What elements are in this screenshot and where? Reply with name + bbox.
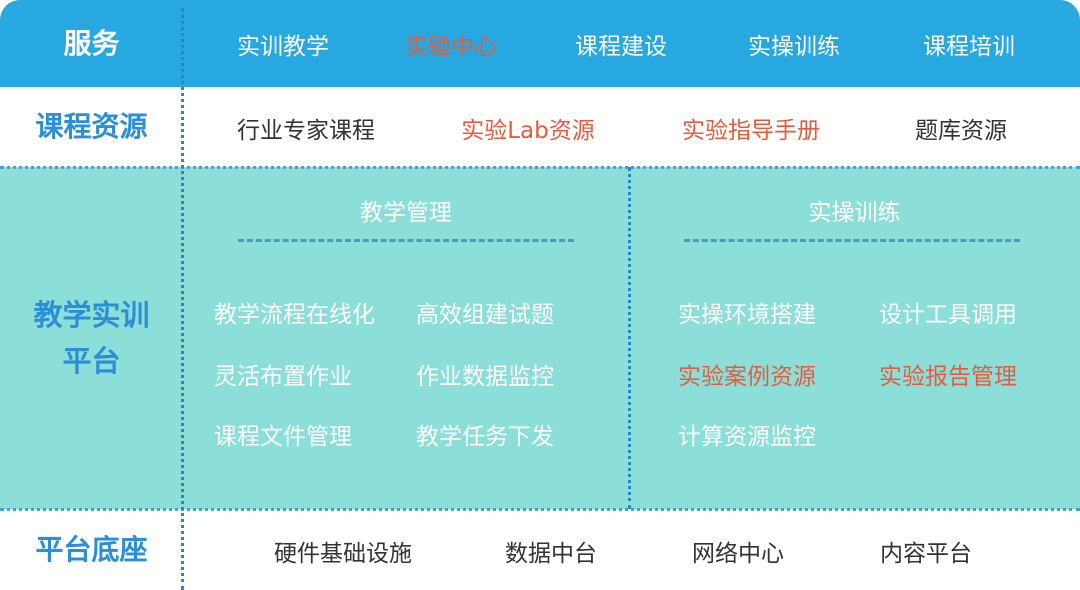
resource-item-lab-resources: 实验Lab资源 — [461, 118, 595, 144]
resource-item-question-bank: 题库资源 — [915, 118, 1007, 144]
service-item-course-training: 课程培训 — [923, 34, 1015, 60]
course-resources-items: 行业专家课程 实验Lab资源 实验指导手册 题库资源 — [183, 87, 1080, 167]
base-item-hardware: 硬件基础设施 — [274, 541, 412, 567]
pt-item-env-setup: 实操环境搭建 — [678, 302, 816, 328]
platform-base-row: 平台底座 硬件基础设施 数据中台 网络中心 内容平台 — [0, 509, 1080, 590]
teaching-management-panel: 教学管理 教学流程在线化 高效组建试题 灵活布置作业 作业数据监控 课程文件管理… — [183, 167, 629, 509]
service-item-course-building: 课程建设 — [575, 34, 667, 60]
row-divider-3-4 — [0, 508, 1080, 511]
resource-item-expert-courses: 行业专家课程 — [237, 118, 375, 144]
label-column-divider — [181, 8, 184, 590]
pt-item-lab-cases: 实验案例资源 — [678, 364, 816, 390]
teaching-platform-row: 教学实训 平台 教学管理 教学流程在线化 高效组建试题 灵活布置作业 作业数据监… — [0, 167, 1080, 509]
tm-item-course-files: 课程文件管理 — [214, 424, 352, 450]
base-item-network-center: 网络中心 — [692, 541, 784, 567]
pt-item-compute-monitoring: 计算资源监控 — [678, 424, 816, 450]
tm-item-task-dispatch: 教学任务下发 — [416, 424, 554, 450]
service-item-lab-center: 实验中心 — [405, 34, 497, 60]
pt-item-design-tools: 设计工具调用 — [879, 302, 1017, 328]
course-resources-label: 课程资源 — [35, 110, 148, 143]
teaching-platform-label: 教学实训 平台 — [0, 167, 183, 509]
base-item-data-middle-platform: 数据中台 — [505, 541, 597, 567]
tm-item-build-tests: 高效组建试题 — [416, 302, 554, 328]
resource-item-lab-manual: 实验指导手册 — [682, 118, 820, 144]
teaching-management-title: 教学管理 — [360, 200, 452, 226]
row-divider-2-3 — [0, 166, 1080, 169]
teaching-management-divider — [238, 239, 574, 242]
services-items: 实训教学 实验中心 课程建设 实操训练 课程培训 — [183, 0, 1080, 87]
platform-base-items: 硬件基础设施 数据中台 网络中心 内容平台 — [183, 509, 1080, 590]
pt-item-lab-reports: 实验报告管理 — [879, 364, 1017, 390]
service-item-training-teaching: 实训教学 — [237, 34, 329, 60]
tm-item-homework-monitoring: 作业数据监控 — [416, 364, 554, 390]
course-resources-row: 课程资源 行业专家课程 实验Lab资源 实验指导手册 题库资源 — [0, 87, 1080, 167]
services-row: 服务 实训教学 实验中心 课程建设 实操训练 课程培训 — [0, 0, 1080, 87]
panel-column-divider — [628, 167, 631, 509]
teaching-platform-label-line1: 教学实训 — [33, 298, 150, 332]
platform-base-label: 平台底座 — [35, 532, 148, 566]
services-label: 服务 — [63, 26, 120, 60]
tm-item-online-workflow: 教学流程在线化 — [214, 302, 375, 328]
base-item-content-platform: 内容平台 — [880, 541, 972, 567]
teaching-platform-label-line2: 平台 — [62, 344, 121, 378]
tm-item-assign-homework: 灵活布置作业 — [214, 364, 352, 390]
practical-training-panel: 实操训练 实操环境搭建 设计工具调用 实验案例资源 实验报告管理 计算资源监控 — [629, 167, 1080, 509]
practical-training-title: 实操训练 — [808, 200, 901, 226]
service-item-practical-training: 实操训练 — [748, 34, 840, 60]
practical-training-divider — [684, 239, 1020, 242]
